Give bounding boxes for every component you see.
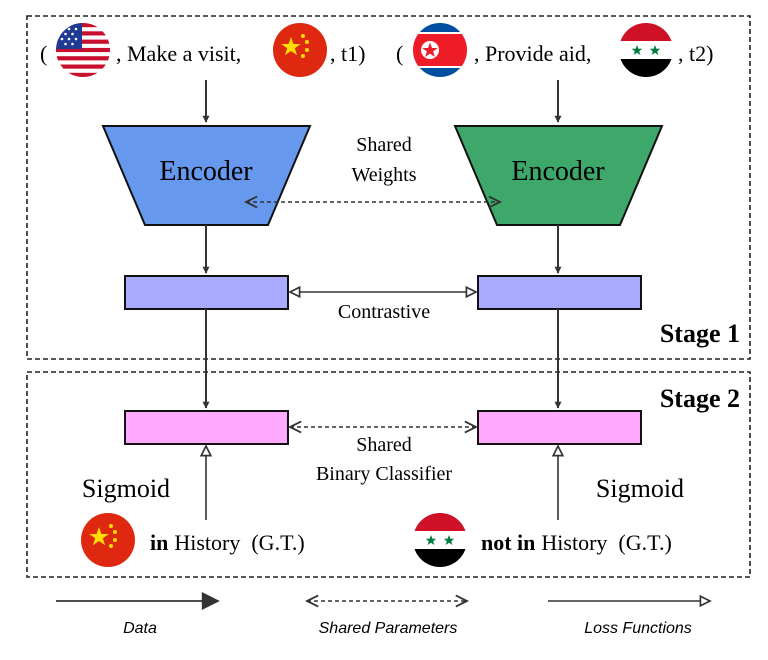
right-event-tuple: ( , Provide aid, , t2) [396,23,713,77]
right-embedding [477,275,642,310]
right-encoder-label: Encoder [511,156,605,187]
right-event-tail: , t2) [678,41,713,66]
left-event-relation: , Make a visit, [116,41,241,66]
stage1-label: Stage 1 [660,319,740,348]
north-korea-flag-icon [413,23,467,77]
legend-loss-functions-label: Loss Functions [584,620,692,637]
left-event-tail: , t1) [330,41,365,66]
right-encoder [453,125,664,226]
china-flag-icon [81,513,135,567]
right-ground-truth: not in History (G.T.) [413,513,672,567]
left-gt-bold: in [150,530,168,555]
left-classifier [124,410,289,445]
legend-data-label: Data [123,620,157,637]
stage2-box [26,371,751,578]
stage2-label: Stage 2 [660,384,740,413]
right-gt-bold: not in [481,530,535,555]
right-gt-text: History (G.T.) [541,530,671,555]
left-gt-text: History (G.T.) [174,530,304,555]
legend: Data Shared Parameters Loss Functions [56,592,710,637]
syria-flag-icon [413,513,467,567]
left-event-tuple: ( , Make a visit, [40,23,365,77]
right-event-relation: , Provide aid, [474,41,591,66]
legend-shared-parameters-label: Shared Parameters [319,620,458,637]
contrastive-label: Contrastive [338,301,430,323]
us-flag-icon [56,23,110,77]
china-flag-icon [273,23,327,77]
right-sigmoid-label: Sigmoid [596,474,684,503]
syria-flag-icon [619,23,673,77]
stage1-box [26,15,751,360]
right-classifier [477,410,642,445]
shared-classifier-label-line2: Binary Classifier [316,463,452,485]
left-embedding [124,275,289,310]
left-event-open-paren: ( [40,41,47,66]
shared-weights-label-line2: Weights [351,164,416,186]
left-ground-truth: in History (G.T.) [81,513,305,567]
shared-weights-label-line1: Shared [356,134,412,156]
right-event-open-paren: ( [396,41,403,66]
left-sigmoid-label: Sigmoid [82,474,170,503]
left-encoder-label: Encoder [159,156,253,187]
shared-classifier-label-line1: Shared [356,434,412,456]
